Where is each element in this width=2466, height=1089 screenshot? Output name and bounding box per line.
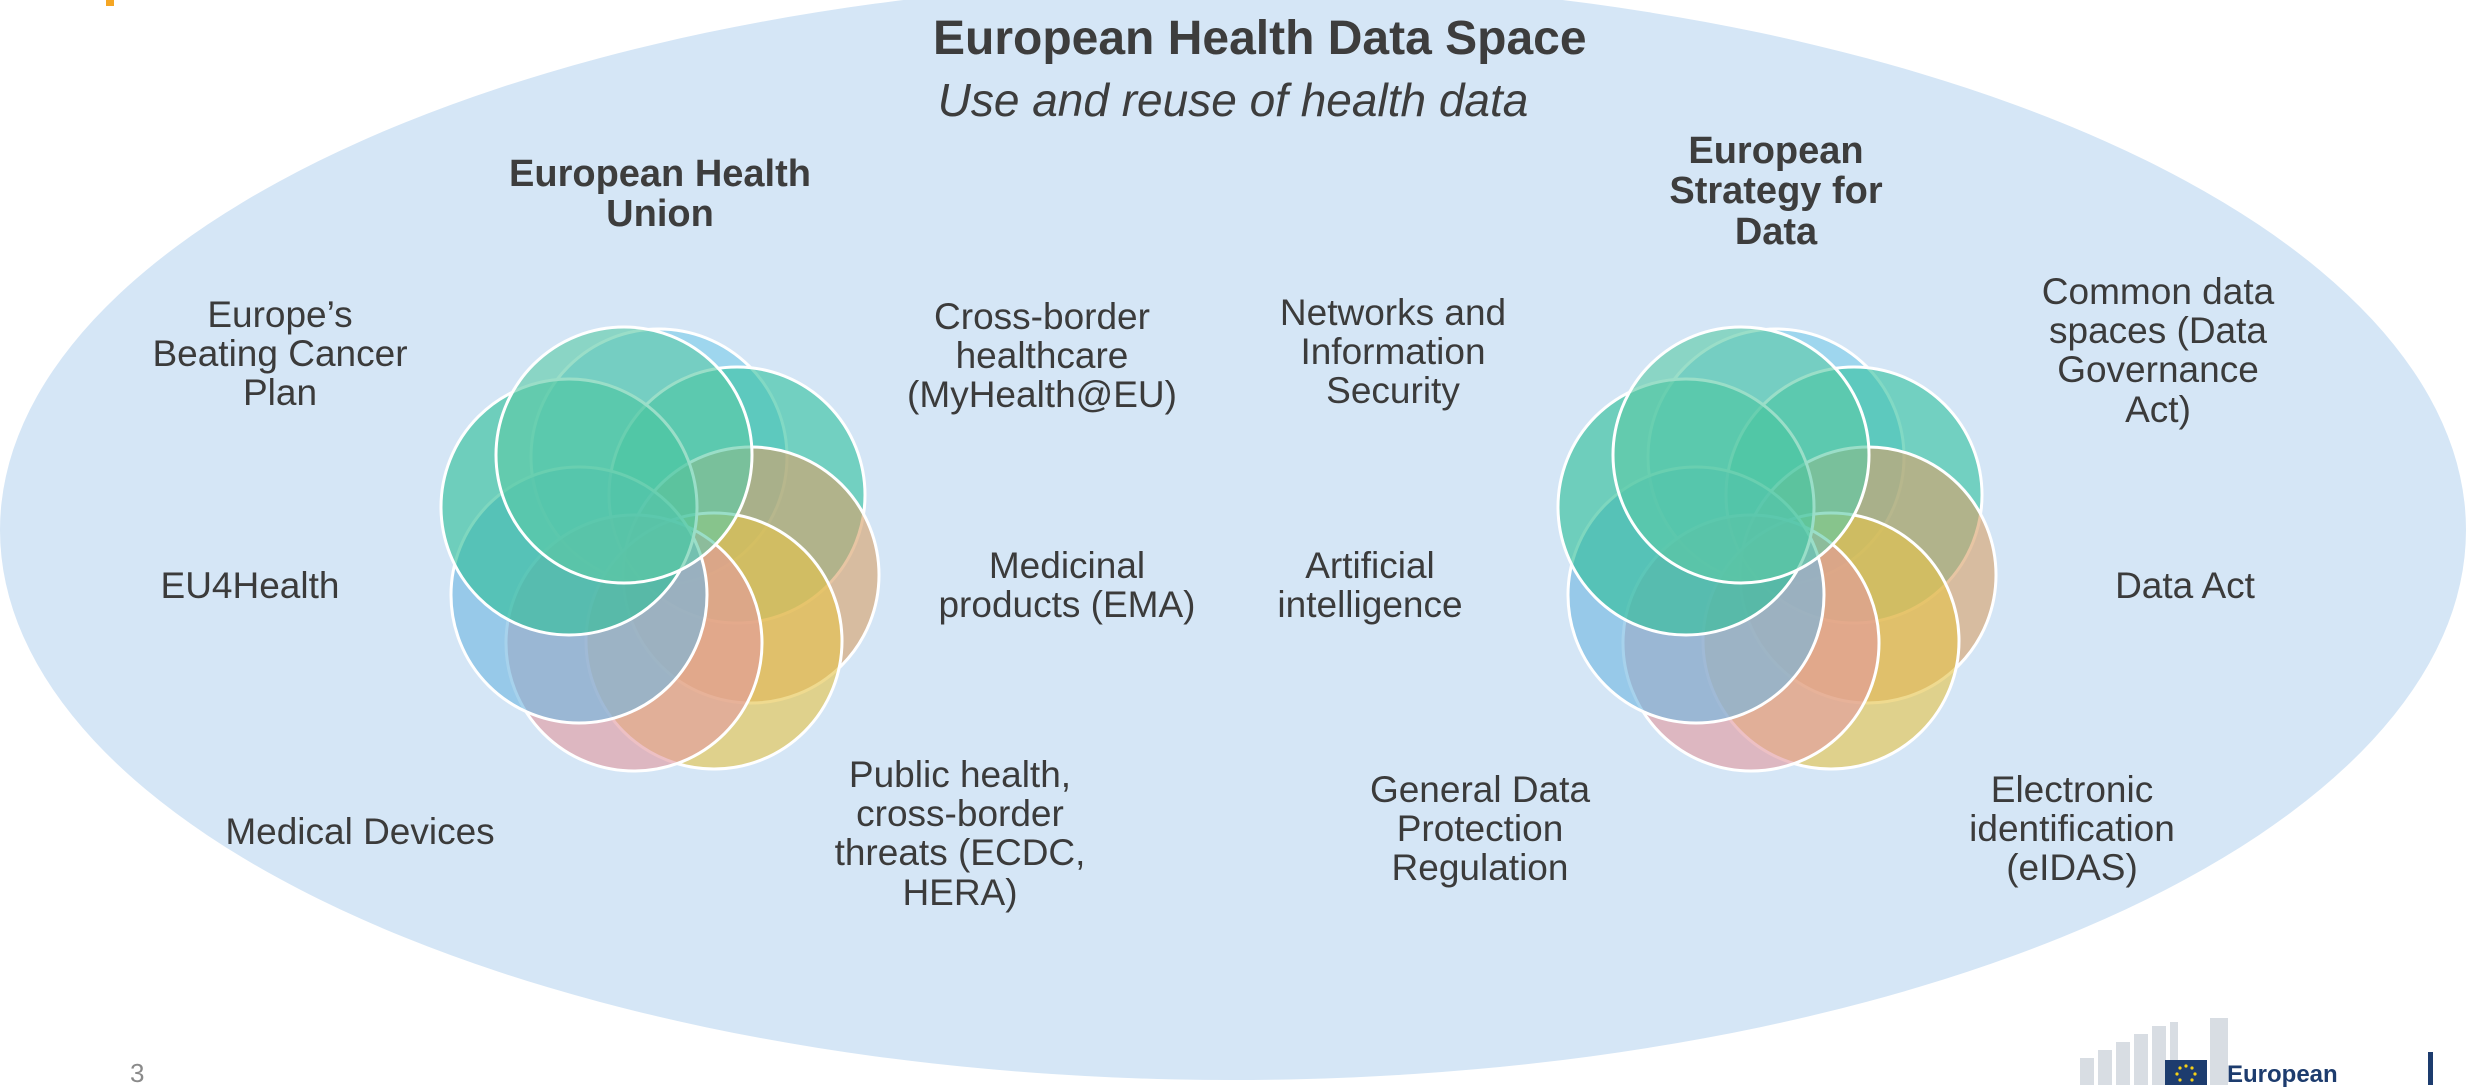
label-eu4health: EU4Health <box>160 565 340 606</box>
petal-circle <box>1611 325 1871 585</box>
page-subtitle: Use and reuse of health data <box>937 74 1529 126</box>
european-strategy-for-data-petal-diagram <box>1556 325 1998 773</box>
european-health-union-heading: European Health Union <box>460 154 860 235</box>
label-medical-devices: Medical Devices <box>225 811 495 852</box>
european-strategy-for-data-heading: European Strategy for Data <box>1576 131 1976 252</box>
label-common-data-spaces: Common data spaces (Data Governance Act) <box>2041 271 2275 430</box>
page-title: European Health Data Space <box>933 12 1587 65</box>
heading-text: European Strategy for Data <box>1669 130 1883 253</box>
heading-text: European Health Union <box>509 153 811 236</box>
label-electronic-identification: Electronic identification (eIDAS) <box>1969 769 2175 889</box>
european-health-union-petal-diagram <box>439 325 881 773</box>
accent-mark <box>106 0 114 6</box>
page-number: 3 <box>130 1058 145 1088</box>
label-data-act: Data Act <box>2115 565 2255 606</box>
logo-divider <box>2428 1052 2433 1085</box>
label-networks-information-security: Networks and Information Security <box>1279 292 1507 412</box>
label-cross-border-healthcare: Cross-border healthcare (MyHealth@EU) <box>907 296 1177 416</box>
logo-text: European <box>2227 1061 2338 1088</box>
european-commission-logo <box>2080 1018 2228 1085</box>
label-medicinal-products: Medicinal products (EMA) <box>938 545 1196 626</box>
label-artificial-intelligence: Artificial intelligence <box>1277 545 1463 626</box>
petal-circle <box>494 325 754 585</box>
label-general-data-protection-regulation: General Data Protection Regulation <box>1369 769 1591 889</box>
label-europes-beating-cancer-plan: Europe’s Beating Cancer Plan <box>152 294 408 414</box>
label-public-health: Public health, cross-border threats (ECD… <box>834 754 1086 913</box>
